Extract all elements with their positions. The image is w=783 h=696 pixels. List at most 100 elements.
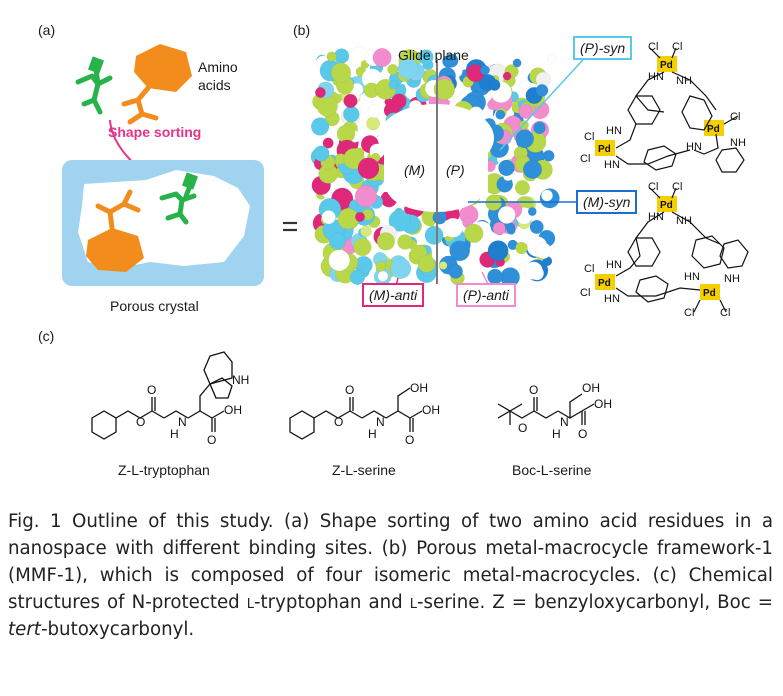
- atom-hn: HN: [606, 125, 622, 137]
- m-anti-label: (M)-anti: [362, 283, 425, 307]
- atom-sphere: [448, 264, 463, 279]
- atom-nh: NH: [724, 273, 740, 285]
- orange-residue-in-crystal: [86, 189, 144, 272]
- atom-sphere: [515, 129, 535, 149]
- p-syn-pointer: [499, 49, 593, 151]
- atom-sphere: [391, 93, 407, 109]
- orange-amino-acid-icon: [121, 44, 192, 125]
- atom-o: O: [334, 415, 343, 429]
- atom-sphere: [527, 207, 537, 217]
- atom-o: O: [578, 427, 587, 441]
- glide-plane-label: Glide plane: [398, 47, 469, 63]
- atom-sphere: [535, 84, 549, 97]
- caption-text-4: -butoxycarbonyl.: [40, 619, 195, 640]
- atom-hn: HN: [606, 259, 622, 271]
- atom-sphere: [354, 211, 366, 222]
- atom-pd: Pd: [703, 288, 716, 299]
- atom-sphere: [522, 159, 543, 179]
- atom-sphere: [357, 157, 380, 180]
- atom-pd: Pd: [707, 124, 720, 135]
- atom-sphere: [314, 87, 326, 98]
- atom-sphere: [542, 149, 555, 162]
- atom-h: H: [368, 427, 377, 441]
- atom-sphere: [506, 222, 516, 232]
- p-syn-macrocycle-structure: [595, 47, 745, 173]
- atom-sphere: [321, 210, 336, 225]
- green-residue-in-crystal: [159, 172, 199, 225]
- atom-hn: HN: [648, 211, 664, 223]
- atom-pd: Pd: [660, 60, 673, 71]
- atom-sphere: [326, 51, 337, 62]
- atom-sphere: [541, 189, 553, 202]
- m-syn-label: (M)-syn: [576, 190, 638, 214]
- atom-sphere: [533, 121, 546, 135]
- amino-acids-line1: Amino: [198, 59, 238, 75]
- atom-o: O: [518, 421, 527, 435]
- atom-sphere: [397, 58, 419, 80]
- atom-sphere: [547, 54, 557, 64]
- atom-n: N: [376, 415, 385, 429]
- atom-o: O: [207, 433, 216, 447]
- atom-cl: Cl: [584, 263, 594, 275]
- compound-name-z-ser: Z-L-serine: [332, 462, 396, 478]
- atom-sphere: [492, 221, 506, 235]
- atom-sphere: [328, 232, 346, 250]
- panel-a-label: (a): [38, 22, 56, 38]
- atom-sphere: [487, 268, 503, 285]
- atom-o: O: [405, 433, 414, 447]
- atom-sphere: [444, 53, 459, 68]
- atom-sphere: [535, 242, 552, 259]
- atom-sphere: [349, 269, 366, 285]
- z-l-serine-structure: [289, 387, 423, 440]
- atom-sphere: [343, 105, 360, 123]
- caption-text-1: Outline of this study. (a) Shape sorting…: [8, 511, 773, 613]
- atom-o: O: [345, 383, 354, 397]
- atom-o: O: [136, 415, 145, 429]
- caption-text-3: -serine. Z = benzyloxycarbonyl, Boc =: [416, 592, 774, 613]
- atom-sphere: [519, 79, 530, 90]
- atom-sphere: [366, 116, 381, 131]
- crystal-structure-image: [310, 46, 560, 287]
- atom-nh: NH: [730, 137, 746, 149]
- atom-sphere: [518, 103, 534, 119]
- porous-crystal-label: Porous crystal: [110, 298, 199, 314]
- atom-sphere: [316, 95, 338, 117]
- atom-pd: Pd: [660, 200, 673, 211]
- atom-sphere: [495, 109, 506, 120]
- atom-sphere: [387, 63, 399, 76]
- atom-sphere: [524, 261, 543, 280]
- p-syn-label: (P)-syn: [573, 36, 633, 60]
- atom-sphere: [390, 257, 412, 279]
- atom-sphere: [464, 223, 484, 244]
- atom-pd: Pd: [598, 278, 611, 289]
- caption-l-2: l: [409, 592, 417, 613]
- m-pore-label: (M): [404, 162, 425, 178]
- atom-sphere: [529, 219, 544, 234]
- atom-sphere: [417, 255, 436, 273]
- caption-l-1: l: [246, 592, 254, 613]
- atom-sphere: [433, 78, 456, 101]
- atom-sphere: [330, 62, 352, 83]
- atom-cl: Cl: [730, 111, 740, 123]
- compound-name-z-trp: Z-L-tryptophan: [118, 462, 210, 478]
- atom-sphere: [443, 217, 464, 238]
- atom-sphere: [488, 79, 501, 91]
- atom-hn: HN: [684, 271, 700, 283]
- atom-oh: OH: [410, 381, 428, 395]
- atom-nh: NH: [232, 373, 249, 387]
- atom-cl: Cl: [580, 153, 590, 165]
- atom-pd: Pd: [598, 144, 611, 155]
- p-pore-label: (P): [446, 162, 465, 178]
- atom-hn: HN: [604, 159, 620, 171]
- atom-sphere: [519, 120, 529, 130]
- atom-nh: NH: [676, 75, 692, 87]
- atom-n: N: [178, 415, 187, 429]
- atom-cl: Cl: [648, 181, 658, 193]
- atom-sphere: [487, 240, 509, 262]
- atom-sphere: [388, 209, 411, 232]
- atom-hn: HN: [604, 293, 620, 305]
- atom-cl: Cl: [648, 41, 658, 53]
- atom-nh: NH: [676, 215, 692, 227]
- atom-sphere: [418, 49, 434, 65]
